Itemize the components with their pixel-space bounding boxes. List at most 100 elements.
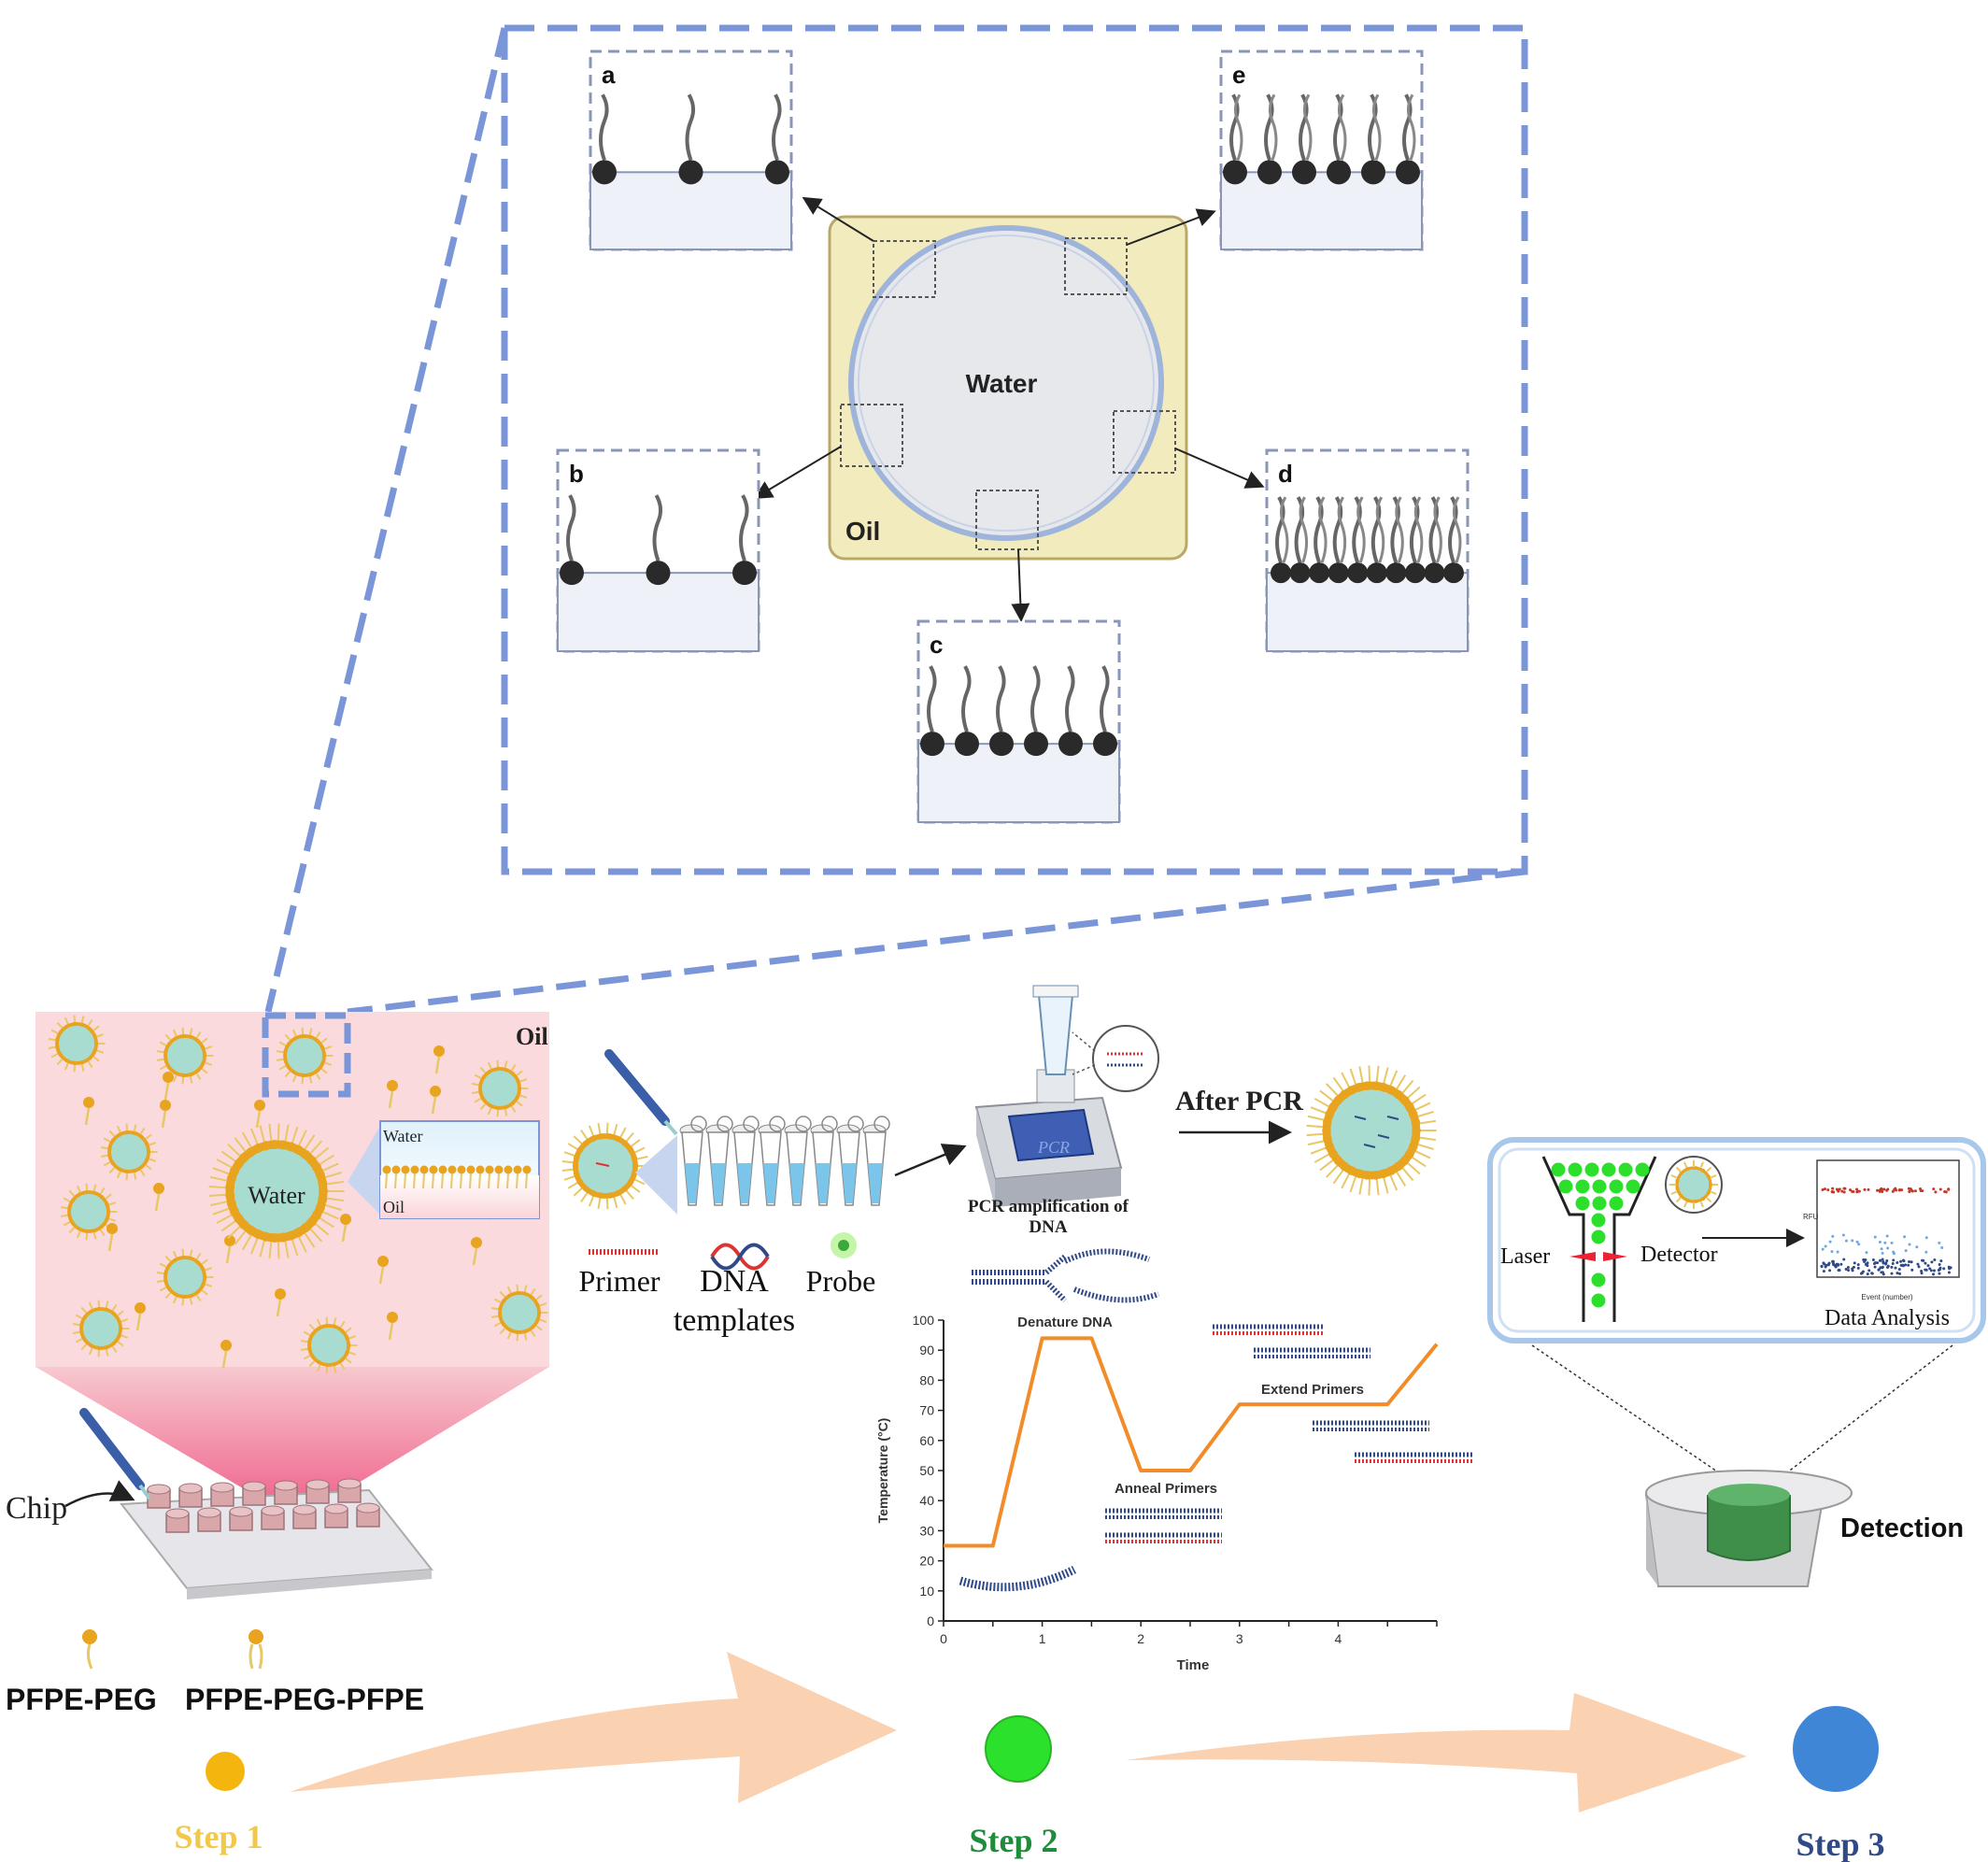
mini-point — [1824, 1244, 1827, 1248]
mini-point — [1891, 1189, 1895, 1193]
interface-panel-d: d — [1265, 448, 1470, 653]
mini-point — [1884, 1262, 1888, 1266]
mini-point — [1922, 1258, 1925, 1262]
mini-point — [1910, 1260, 1913, 1264]
green-droplet — [1626, 1179, 1640, 1194]
mini-point — [1916, 1262, 1920, 1266]
x-tick-label: 0 — [940, 1631, 947, 1646]
dna-strand — [1105, 1532, 1222, 1543]
mini-point — [1896, 1260, 1899, 1264]
step2-dot — [985, 1715, 1052, 1783]
chip-label: Chip — [6, 1491, 67, 1526]
small-droplet — [471, 1059, 529, 1117]
surfactant-molecule — [160, 1100, 171, 1129]
mini-point — [1904, 1249, 1908, 1253]
mini-point — [1924, 1268, 1927, 1272]
mini-point — [1910, 1189, 1914, 1193]
mini-point — [1879, 1258, 1882, 1262]
small-droplet — [72, 1300, 130, 1357]
dna-label-line2: templates — [674, 1303, 795, 1338]
mini-point — [1938, 1272, 1941, 1275]
probe-icon — [831, 1232, 857, 1258]
chip-well — [305, 1479, 330, 1504]
mini-point — [1838, 1268, 1841, 1272]
mini-point — [1827, 1261, 1831, 1265]
mini-point — [1878, 1241, 1882, 1244]
dna-strand — [1313, 1420, 1429, 1431]
mini-point — [1873, 1265, 1877, 1269]
mini-point — [1940, 1246, 1944, 1250]
mini-point — [1853, 1261, 1856, 1265]
chip-well — [229, 1506, 253, 1531]
green-droplet — [1591, 1229, 1606, 1244]
green-droplet — [1618, 1162, 1633, 1177]
inset-oil-label: Oil — [383, 1198, 405, 1216]
strip-pipette-icon — [604, 1049, 678, 1136]
step2-label: Step 2 — [969, 1822, 1058, 1859]
y-tick-label: 0 — [927, 1613, 934, 1628]
mini-point — [1821, 1247, 1825, 1251]
mini-y-label: RFU — [1803, 1213, 1819, 1221]
mini-point — [1821, 1187, 1825, 1191]
pcr-tube — [679, 1116, 707, 1206]
dna-strand — [1213, 1324, 1325, 1335]
mini-point — [1920, 1270, 1924, 1273]
mini-point — [1830, 1250, 1834, 1254]
pcr-tube — [758, 1116, 786, 1206]
surfactant-molecule — [224, 1235, 235, 1264]
mini-point — [1865, 1251, 1868, 1255]
chip-well — [356, 1502, 380, 1528]
mini-point — [1908, 1259, 1911, 1263]
mini-point — [1881, 1265, 1884, 1269]
mini-point — [1842, 1258, 1846, 1261]
mini-point — [1867, 1269, 1871, 1272]
mini-point — [1886, 1246, 1890, 1250]
y-tick-label: 60 — [919, 1433, 934, 1448]
panel-label-d: d — [1278, 460, 1293, 488]
chip-well — [178, 1483, 203, 1508]
y-tick-label: 10 — [919, 1584, 934, 1599]
mini-point — [1932, 1272, 1936, 1276]
mini-point — [1932, 1187, 1936, 1191]
mini-point — [1930, 1260, 1934, 1264]
pcr-caption-line1: PCR amplification of — [968, 1197, 1129, 1216]
mini-point — [1896, 1272, 1899, 1275]
mini-point — [1892, 1258, 1896, 1262]
mini-point — [1897, 1268, 1901, 1272]
mini-point — [1831, 1187, 1835, 1190]
small-droplet — [276, 1027, 334, 1085]
step3-dot — [1793, 1706, 1879, 1792]
surfactant-pfpe-peg-pfpe-label: PFPE-PEG-PFPE — [185, 1683, 424, 1716]
mini-point — [1891, 1261, 1895, 1265]
green-droplet — [1591, 1293, 1606, 1308]
green-droplet — [1592, 1196, 1607, 1211]
surfactant-molecule — [106, 1223, 118, 1252]
mini-point — [1823, 1187, 1826, 1191]
chart-annotation: Extend Primers — [1261, 1382, 1364, 1398]
zoom-oil-label: Oil — [845, 517, 880, 546]
mini-point — [1929, 1269, 1933, 1272]
x-tick-label: 3 — [1236, 1631, 1243, 1646]
droplet-reader-icon — [1644, 1470, 1853, 1587]
mini-point — [1841, 1233, 1845, 1237]
dna-label-line1: DNA — [700, 1264, 769, 1299]
green-droplet — [1584, 1162, 1599, 1177]
mini-point — [1880, 1247, 1883, 1251]
mini-point — [1886, 1187, 1890, 1191]
chart-annotation: Anneal Primers — [1115, 1481, 1217, 1497]
mini-point — [1857, 1243, 1861, 1246]
mini-point — [1908, 1189, 1911, 1193]
dna-separation-icon — [972, 1248, 1160, 1303]
mini-point — [1844, 1268, 1848, 1272]
mini-point — [1834, 1264, 1838, 1268]
interface-panel-a: a — [589, 50, 793, 251]
chart-annotation: Denature DNA — [1017, 1315, 1113, 1330]
mini-point — [1859, 1272, 1863, 1275]
pfpe-peg-icon — [82, 1629, 97, 1670]
step2-to-step3-arrow — [1126, 1693, 1747, 1812]
mini-point — [1832, 1190, 1836, 1194]
dna-strand — [1105, 1508, 1222, 1519]
mini-point — [1924, 1261, 1927, 1265]
